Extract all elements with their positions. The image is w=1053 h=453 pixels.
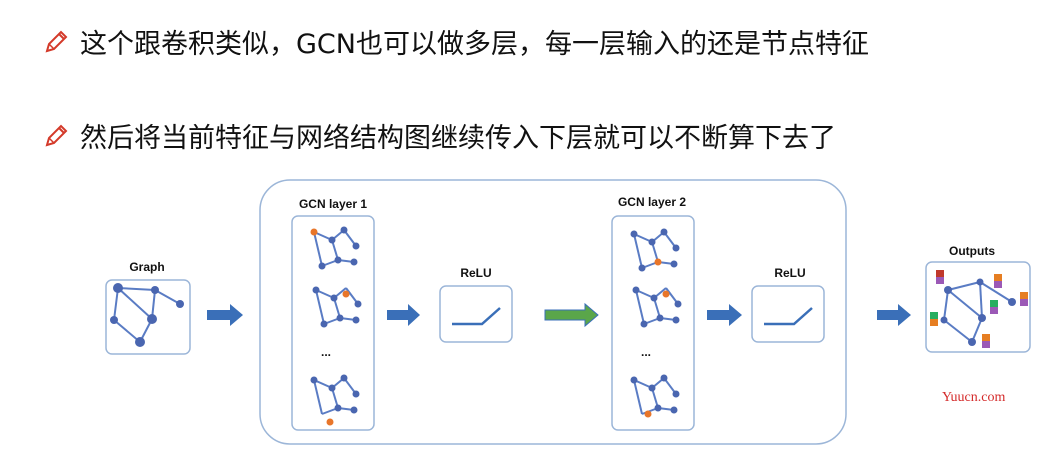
output-class-tags [930, 270, 1028, 348]
bullet-1-text: 这个跟卷积类似，GCN也可以做多层，每一层输入的还是节点特征 [80, 29, 869, 60]
arrow-4 [707, 304, 742, 326]
pencil-icon [45, 124, 68, 146]
arrow-3 [544, 302, 599, 328]
bullet-1: 这个跟卷积类似，GCN也可以做多层，每一层输入的还是节点特征 [42, 22, 869, 61]
gcn-layer-1-panel [291, 215, 375, 431]
outputs-edges [943, 281, 1013, 343]
pencil-icon [45, 30, 68, 52]
relu-2-panel [751, 285, 825, 343]
layer-2-ellipsis: ... [641, 345, 651, 359]
gcn-layer-2-panel [611, 215, 695, 431]
gcn-layer-1-label: GCN layer 1 [299, 197, 367, 211]
gcn-diagram: Graph GCN layer 1 ... ReLU [105, 179, 1031, 445]
gcn-layer-2-label: GCN layer 2 [618, 195, 686, 209]
layer-2-nodes [630, 228, 682, 414]
relu-1-label: ReLU [460, 266, 491, 280]
watermark: Yuucn.com [942, 390, 1006, 405]
outputs-panel [925, 261, 1031, 353]
relu-1-panel [439, 285, 513, 343]
arrow-2 [387, 304, 420, 326]
outputs-label: Outputs [949, 244, 995, 258]
layer-1-highlighted-nodes [310, 228, 350, 426]
layer-1-nodes [310, 226, 362, 414]
arrow-5 [877, 304, 911, 326]
bullet-2-text: 然后将当前特征与网络结构图继续传入下层就可以不断算下去了 [80, 123, 836, 154]
relu-2-label: ReLU [774, 266, 805, 280]
bullet-2: 然后将当前特征与网络结构图继续传入下层就可以不断算下去了 [42, 116, 836, 155]
layer-2-highlighted-nodes [644, 258, 670, 418]
outputs-nodes [940, 278, 1016, 346]
arrow-1 [207, 304, 243, 326]
graph-label: Graph [129, 260, 164, 274]
graph-nodes [110, 283, 184, 347]
layer-1-ellipsis: ... [321, 345, 331, 359]
relu-2-curve [764, 307, 813, 326]
relu-1-curve [452, 307, 501, 326]
